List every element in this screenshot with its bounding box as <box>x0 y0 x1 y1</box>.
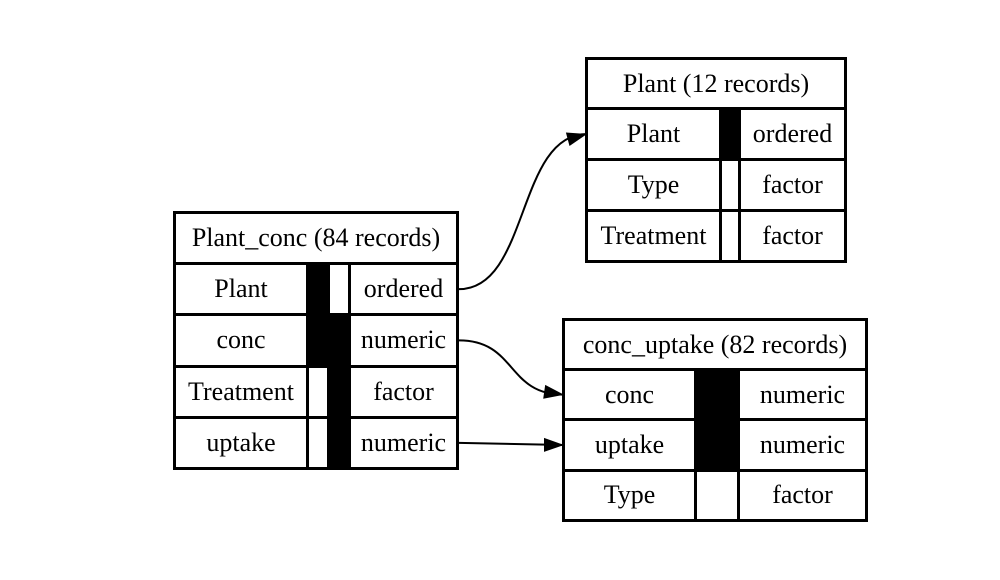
key-indicator-cell <box>309 367 327 416</box>
key-indicator-cell <box>330 367 348 416</box>
key-indicator-cell <box>722 161 738 209</box>
key-indicator-cell <box>722 212 738 260</box>
column-type-cell: numeric <box>740 421 865 469</box>
column-type-cell: ordered <box>741 110 844 158</box>
column-type-cell: factor <box>741 212 844 260</box>
table-conc-uptake: conc_uptake (82 records) conc numeric up… <box>562 318 868 522</box>
relationship-arrow <box>458 339 565 396</box>
table-title: Plant (12 records) <box>588 60 844 107</box>
key-indicator-cell <box>330 418 348 467</box>
column-name-cell: Type <box>588 161 719 209</box>
column-type-cell: numeric <box>351 418 456 467</box>
column-name-cell: Treatment <box>176 367 306 416</box>
key-indicator-cell <box>309 265 327 314</box>
arrowhead <box>565 132 587 146</box>
column-name-cell: uptake <box>565 421 694 469</box>
column-type-cell: factor <box>741 161 844 209</box>
key-indicator-cell <box>722 110 738 158</box>
column-name-cell: Plant <box>176 265 306 314</box>
key-indicator-cell <box>309 316 327 365</box>
key-indicator-cell <box>309 418 327 467</box>
table-plant-conc: Plant_conc (84 records) Plant ordered co… <box>173 211 459 470</box>
key-indicator-cell <box>330 265 348 314</box>
column-name-cell: Treatment <box>588 212 719 260</box>
key-indicator-cell <box>697 371 737 419</box>
table-title: conc_uptake (82 records) <box>565 321 865 368</box>
column-name-cell: Plant <box>588 110 719 158</box>
arrowhead <box>543 384 564 399</box>
table-title: Plant_conc (84 records) <box>176 214 456 262</box>
column-name-cell: Type <box>565 471 694 519</box>
column-type-cell: numeric <box>740 371 865 419</box>
key-indicator-cell <box>697 421 737 469</box>
column-type-cell: factor <box>740 471 865 519</box>
column-type-cell: factor <box>351 367 456 416</box>
key-indicator-cell <box>330 316 348 365</box>
relationship-arrow <box>458 133 588 291</box>
column-name-cell: conc <box>565 371 694 419</box>
relationship-arrow <box>458 441 565 446</box>
arrowhead <box>544 437 564 452</box>
column-type-cell: numeric <box>351 316 456 365</box>
key-indicator-cell <box>697 471 737 519</box>
column-name-cell: conc <box>176 316 306 365</box>
table-plant: Plant (12 records) Plant ordered Type fa… <box>585 57 847 263</box>
column-type-cell: ordered <box>351 265 456 314</box>
column-name-cell: uptake <box>176 418 306 467</box>
